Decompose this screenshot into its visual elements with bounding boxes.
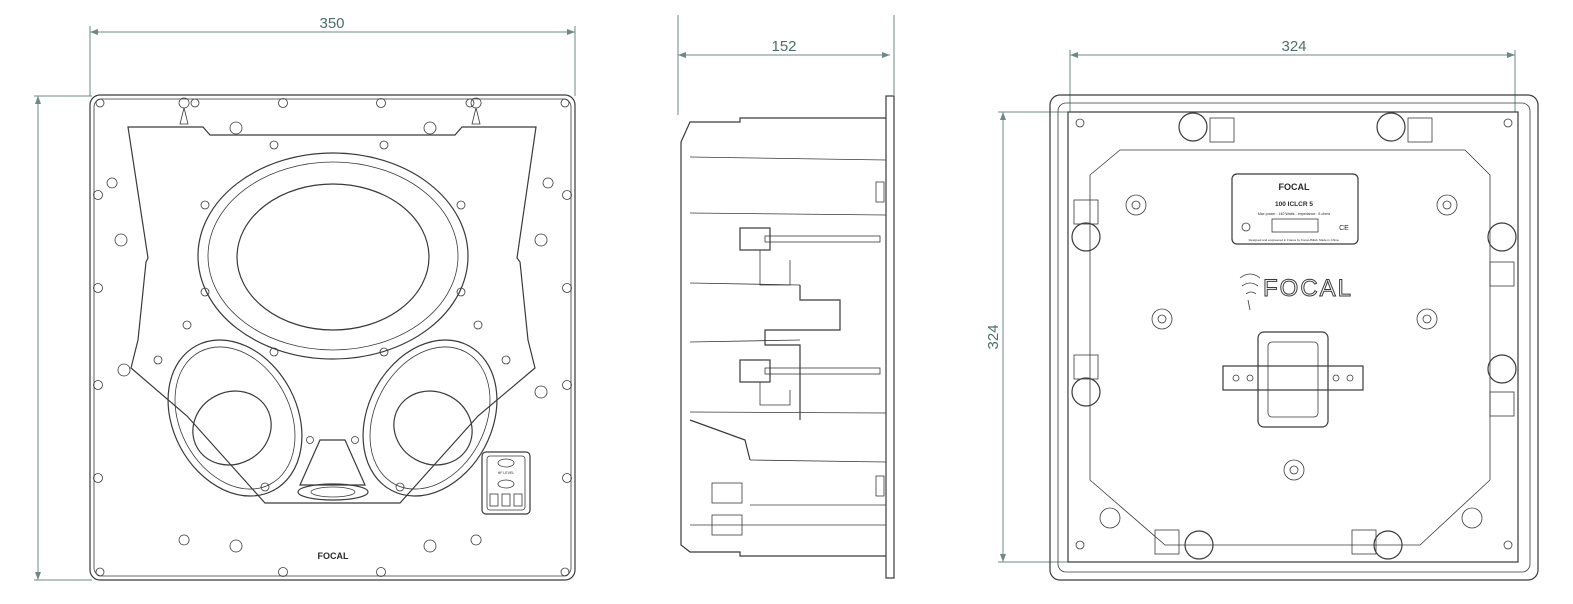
- woofer-surround: [197, 152, 469, 360]
- side-lower-taper: [689, 419, 751, 461]
- label-model: 100 ICLCR 5: [1275, 201, 1313, 208]
- label-ce-mark: CE: [1339, 225, 1349, 232]
- front-frame: [89, 94, 576, 581]
- back-plate: [1089, 149, 1491, 546]
- back-frame: [1049, 94, 1539, 581]
- side-mount-profile: [764, 285, 841, 420]
- front-screws: [114, 121, 548, 553]
- back-label-plate: FOCAL 100 ICLCR 5 Max power : 140 Watts …: [1231, 173, 1359, 245]
- back-height-label: 324: [985, 324, 1002, 349]
- center-tweeter-housing: [299, 439, 366, 486]
- back-width-label: 324: [1281, 38, 1306, 55]
- tweeter-level-control-panel: HF LEVEL: [481, 451, 531, 515]
- back-clamps: [1071, 112, 1517, 560]
- left-tweeter-driver: [167, 339, 303, 497]
- woofer-cone: [236, 183, 430, 331]
- front-baffle-outline: [127, 126, 537, 504]
- center-tweeter: [297, 483, 369, 501]
- side-clamp-rods: [711, 181, 885, 536]
- hf-level-label: HF LEVEL: [498, 471, 515, 475]
- back-view: 324 324: [985, 38, 1539, 581]
- front-brand-label: FOCAL: [318, 551, 349, 561]
- right-tweeter-driver: [362, 339, 498, 497]
- front-keyholes: [106, 97, 554, 546]
- side-depth-label: 152: [771, 38, 796, 55]
- side-view: 152: [677, 15, 895, 579]
- front-frame-holes: [93, 98, 572, 577]
- back-brand-text: FOCAL: [1263, 275, 1353, 302]
- label-brand: FOCAL: [1279, 182, 1310, 192]
- label-footer: Designed and engineered in France by Foc…: [1249, 238, 1340, 242]
- back-terminal-bracket: [1222, 331, 1364, 428]
- back-brand-logo: FOCAL: [1239, 273, 1353, 311]
- back-enclosure: [1067, 111, 1519, 563]
- side-flange: [885, 95, 895, 579]
- label-spec: Max power : 140 Watts - Impedance : 8 oh…: [1258, 212, 1331, 216]
- front-width-label: 350: [319, 15, 344, 32]
- side-body: [680, 117, 886, 557]
- front-view: 350: [34, 15, 576, 581]
- side-ribs: [689, 156, 887, 526]
- back-bosses: [1075, 118, 1513, 550]
